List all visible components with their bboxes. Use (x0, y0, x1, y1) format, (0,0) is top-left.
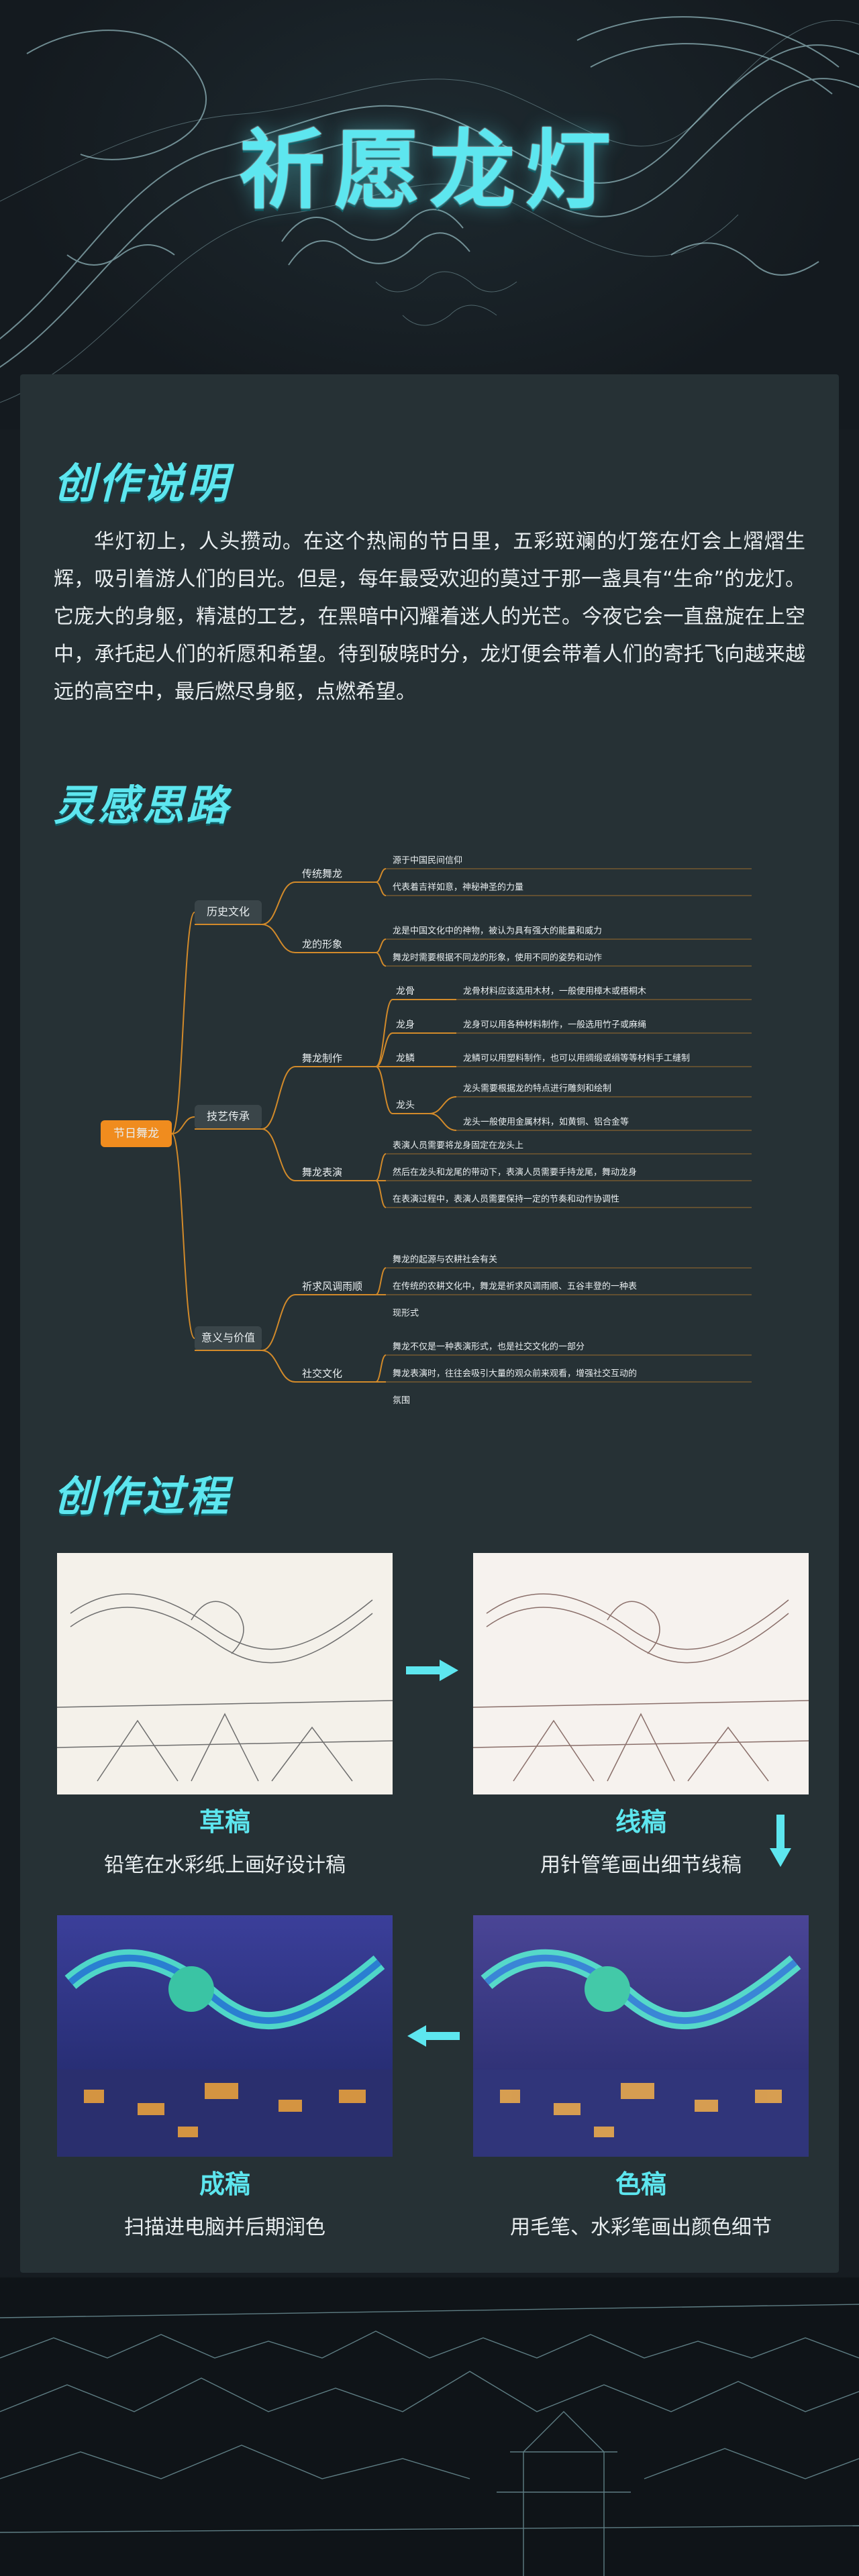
mindmap-connector (375, 1180, 387, 1208)
mindmap-leaf-text: 源于中国民间信仰 (393, 856, 462, 866)
mindmap-leaf-text: 龙是中国文化中的神物，被认为具有强大的能量和威力 (393, 926, 602, 936)
mindmap-sub-label: 舞龙制作 (302, 1053, 342, 1065)
dragon-line-art (0, 16, 859, 403)
mindmap-connector (375, 999, 393, 1067)
mindmap-leaf-text: 在表演过程中，表演人员需要保持一定的节奏和动作协调性 (393, 1194, 619, 1205)
mindmap-connector (261, 1350, 296, 1383)
mindmap-connector (261, 1066, 296, 1130)
mindmap-leaf-text: 龙头一般使用金属材料，如黄铜、铝合金等 (463, 1117, 629, 1128)
mindmap-leaf-text: 龙头需要根据龙的特点进行雕刻和绘制 (463, 1083, 611, 1094)
mindmap-leaf-text: 舞龙时需要根据不同龙的形象，使用不同的姿势和动作 (393, 953, 602, 963)
mindmap-connector (171, 1116, 195, 1134)
step-title-final: 成稿 (199, 2169, 250, 2199)
mindmap-branch-label: 历史文化 (207, 906, 250, 918)
mindmap-connector (429, 1096, 457, 1114)
intro-paragraph: 华灯初上，人头攒动。在这个热闹的节日里，五彩斑斓的灯笼在灯会上熠熠生辉，吸引着游… (54, 530, 805, 704)
mindmap-connector (261, 1294, 296, 1351)
mindmap-connector (375, 952, 387, 967)
mindmap-part-label: 龙骨 (396, 986, 415, 997)
mindmap-sub-label: 龙的形象 (302, 938, 342, 951)
mindmap-connector (171, 1133, 195, 1339)
section-title-inspiration: 灵感思路 (54, 781, 232, 830)
mindmap-connector (261, 881, 296, 925)
mindmap-sub-label: 舞龙表演 (302, 1167, 342, 1179)
mindmap-leaf-text: 龙骨材料应该选用木材，一般使用樟木或梧桐木 (463, 986, 646, 997)
mindmap: 节日舞龙历史文化传统舞龙源于中国民间信仰代表着吉祥如意，神秘神圣的力量龙的形象龙… (101, 856, 752, 1406)
mindmap-branch-label: 意义与价值 (201, 1332, 255, 1344)
arrow-left-icon (407, 2025, 460, 2047)
step-desc-sketch: 铅笔在水彩纸上画好设计稿 (104, 1854, 346, 1877)
section-title-intro: 创作说明 (54, 459, 232, 508)
mindmap-part-label: 龙头 (396, 1100, 415, 1111)
step-title-sketch: 草稿 (199, 1807, 250, 1837)
mindmap-sub-label: 祈求风调雨顺 (302, 1281, 362, 1293)
mindmap-connector (375, 1354, 387, 1383)
step-desc-color: 用毛笔、水彩笔画出颜色细节 (510, 2216, 772, 2239)
mindmap-leaf-text: 代表着吉祥如意，神秘神圣的力量 (393, 882, 523, 893)
color-draft-image (473, 1915, 809, 2157)
mindmap-connector (375, 868, 387, 883)
mindmap-leaf-text: 然后在龙头和龙尾的带动下，表演人员需要手持龙尾，舞动龙身 (393, 1167, 637, 1178)
mindmap-root-node (101, 1120, 172, 1147)
lineart-image (473, 1553, 809, 1794)
step-title-lineart: 线稿 (615, 1807, 666, 1837)
mindmap-connector (375, 1066, 393, 1114)
mindmap-branch-node (195, 1105, 262, 1129)
mindmap-leaf-text: 舞龙的起源与农耕社会有关 (393, 1254, 497, 1265)
mindmap-branch-label: 技艺传承 (207, 1110, 250, 1123)
mindmap-leaf-text: 舞龙表演时，往往会吸引大量的观众前来观看，增强社交互动的 (393, 1368, 637, 1379)
mindmap-leaf-text: 龙身可以用各种材料制作，一般选用竹子或麻绳 (463, 1020, 646, 1030)
mindmap-branch-node (195, 900, 262, 924)
arrow-right-icon (406, 1660, 458, 1681)
mindmap-part-label: 龙鳞 (396, 1053, 415, 1064)
mindmap-branch-node (195, 1326, 262, 1350)
page-title: 祈愿龙灯 (238, 121, 620, 221)
sketch-image (57, 1553, 393, 1794)
mindmap-connector (375, 1153, 387, 1181)
final-image (57, 1915, 393, 2157)
step-title-color: 色稿 (615, 2169, 666, 2199)
mindmap-connector (375, 938, 387, 953)
mindmap-connector (375, 881, 387, 896)
mindmap-leaf-text: 现形式 (393, 1309, 419, 1319)
mindmap-part-label: 龙身 (396, 1020, 415, 1030)
mindmap-connector (375, 1267, 387, 1295)
section-title-process: 创作过程 (54, 1472, 232, 1521)
step-desc-final: 扫描进电脑并后期润色 (124, 2216, 325, 2239)
mindmap-leaf-text: 龙鳞可以用塑料制作，也可以用绸缎或绢等等材料手工缝制 (463, 1053, 690, 1064)
hero-banner: 祈愿龙灯 (0, 0, 859, 429)
mindmap-connector (261, 1128, 296, 1181)
city-line-art-footer (0, 2277, 859, 2576)
mindmap-leaf-text: 舞龙不仅是一种表演形式，也是社交文化的一部分 (393, 1342, 585, 1352)
mindmap-connector (375, 1032, 393, 1067)
mindmap-leaf-text: 表演人员需要将龙身固定在龙头上 (393, 1140, 523, 1151)
mindmap-connector (261, 924, 296, 953)
step-desc-lineart: 用针管笔画出细节线稿 (540, 1854, 742, 1877)
mindmap-root-label: 节日舞龙 (113, 1127, 159, 1140)
mindmap-sub-label: 社交文化 (302, 1368, 342, 1380)
mindmap-sub-label: 传统舞龙 (302, 868, 342, 880)
arrow-down-icon (770, 1815, 791, 1867)
mindmap-connector (429, 1113, 457, 1131)
mindmap-leaf-text: 氛围 (393, 1396, 410, 1406)
mindmap-connector (171, 912, 195, 1134)
mindmap-leaf-text: 在传统的农耕文化中，舞龙是祈求风调雨顺、五谷丰登的一种表 (393, 1281, 637, 1292)
